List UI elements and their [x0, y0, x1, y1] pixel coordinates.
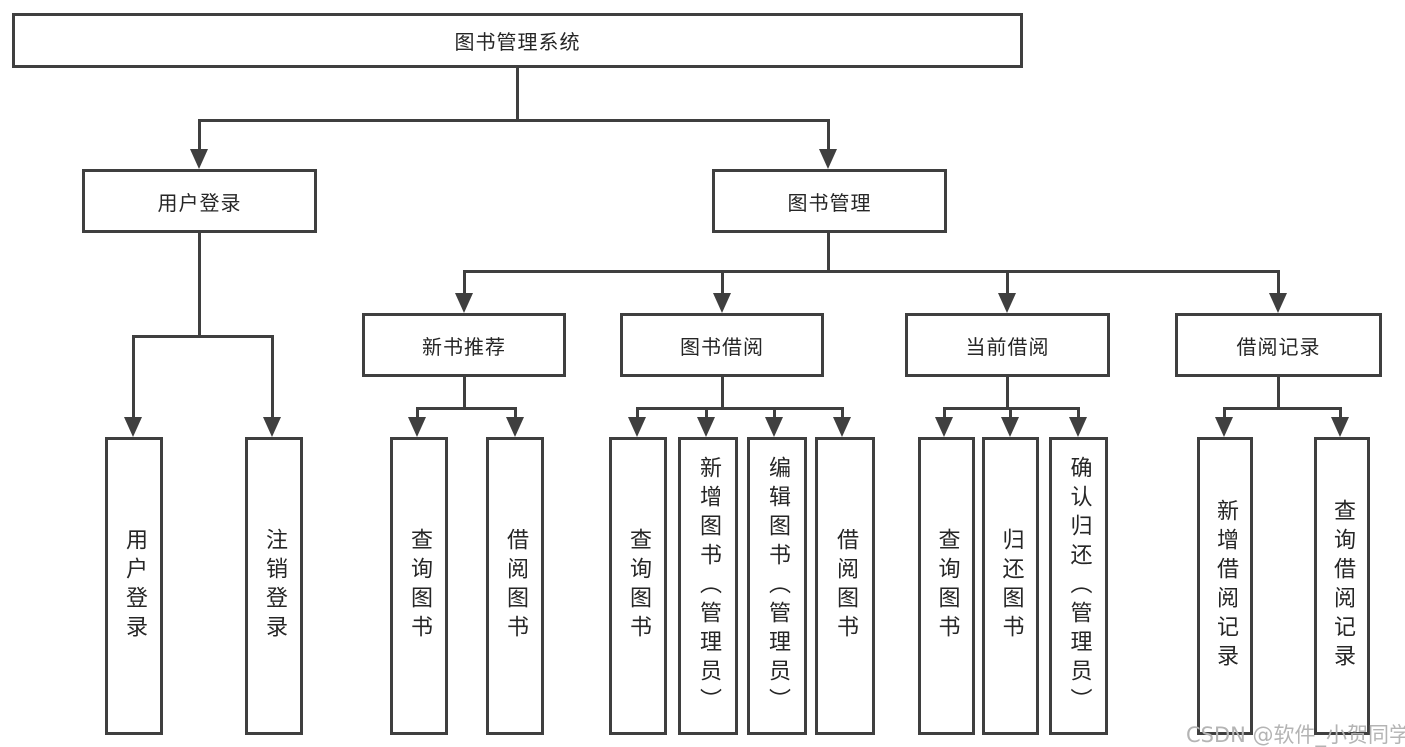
connector-line	[463, 377, 466, 409]
connector-line	[1339, 407, 1342, 421]
leaf-label: 借阅图书	[503, 528, 528, 644]
leaf-label: 注销登录	[262, 528, 287, 644]
connector-line	[773, 407, 776, 421]
connector-line	[721, 270, 724, 297]
connector-line	[198, 119, 201, 153]
node-current-borrow-label: 当前借阅	[965, 334, 1050, 359]
arrow-down-icon	[833, 417, 851, 437]
connector-line	[198, 233, 201, 337]
node-book-management-label: 图书管理	[787, 190, 872, 215]
leaf-borrow-edit-admin: 编辑图书（管理员）	[747, 437, 807, 735]
leaf-user-login: 用户登录	[105, 437, 163, 735]
arrow-down-icon	[713, 293, 731, 313]
node-new-book-recommend-label: 新书推荐	[422, 334, 506, 359]
connector-line	[1277, 377, 1280, 409]
arrow-down-icon	[455, 293, 473, 313]
connector-line	[943, 407, 946, 421]
arrow-down-icon	[819, 149, 837, 169]
leaf-current-return: 归还图书	[982, 437, 1039, 735]
leaf-label: 确认归还（管理员）	[1066, 455, 1092, 717]
node-borrow-records-label: 借阅记录	[1236, 334, 1321, 359]
node-user-login-label: 用户登录	[157, 190, 242, 215]
arrow-down-icon	[1069, 417, 1087, 437]
leaf-label: 归还图书	[998, 528, 1024, 644]
arrow-down-icon	[628, 417, 646, 437]
arrow-down-icon	[124, 417, 142, 437]
arrow-down-icon	[998, 293, 1016, 313]
leaf-current-query: 查询图书	[918, 437, 975, 735]
node-borrow-records: 借阅记录	[1175, 313, 1382, 377]
leaf-label: 用户登录	[122, 528, 147, 644]
connector-line	[636, 407, 639, 421]
leaf-records-query: 查询借阅记录	[1314, 437, 1370, 735]
arrow-down-icon	[506, 417, 524, 437]
leaf-records-add: 新增借阅记录	[1197, 437, 1253, 735]
leaf-logout: 注销登录	[245, 437, 303, 735]
leaf-label: 新增借阅记录	[1213, 499, 1238, 673]
connector-line	[416, 407, 517, 410]
leaf-borrow-query: 查询图书	[609, 437, 667, 735]
connector-line	[636, 407, 844, 410]
connector-line	[827, 119, 830, 153]
arrow-down-icon	[263, 417, 281, 437]
connector-line	[705, 407, 708, 421]
connector-line	[1009, 407, 1012, 421]
arrow-down-icon	[408, 417, 426, 437]
leaf-borrow-add-admin: 新增图书（管理员）	[678, 437, 738, 735]
node-book-borrow-label: 图书借阅	[680, 334, 764, 359]
node-book-management: 图书管理	[712, 169, 947, 233]
arrow-down-icon	[697, 417, 715, 437]
connector-line	[463, 270, 1280, 273]
arrow-down-icon	[1215, 417, 1233, 437]
leaf-newbooks-borrow: 借阅图书	[486, 437, 544, 735]
connector-line	[416, 407, 419, 421]
connector-line	[132, 335, 274, 338]
connector-line	[271, 335, 274, 421]
node-new-book-recommend: 新书推荐	[362, 313, 566, 377]
connector-line	[132, 335, 135, 421]
arrow-down-icon	[935, 417, 953, 437]
node-book-borrow: 图书借阅	[620, 313, 824, 377]
leaf-label: 查询图书	[934, 528, 960, 644]
leaf-label: 新增图书（管理员）	[696, 455, 721, 717]
connector-line	[463, 270, 466, 297]
node-user-login: 用户登录	[82, 169, 317, 233]
connector-line	[1223, 407, 1342, 410]
node-root: 图书管理系统	[12, 13, 1023, 68]
leaf-label: 查询图书	[626, 528, 651, 644]
connector-line	[198, 119, 830, 122]
connector-line	[1223, 407, 1226, 421]
arrow-down-icon	[1331, 417, 1349, 437]
leaf-newbooks-query: 查询图书	[390, 437, 448, 735]
connector-line	[1006, 270, 1009, 297]
node-root-label: 图书管理系统	[454, 30, 581, 54]
connector-line	[1277, 270, 1280, 297]
arrow-down-icon	[190, 149, 208, 169]
leaf-label: 编辑图书（管理员）	[765, 455, 790, 717]
csdn-watermark: CSDN @软件_小贺同学	[1186, 723, 1405, 747]
arrow-down-icon	[1001, 417, 1019, 437]
leaf-label: 查询借阅记录	[1330, 499, 1355, 673]
arrow-down-icon	[765, 417, 783, 437]
connector-line	[841, 407, 844, 421]
connector-line	[516, 68, 519, 121]
leaf-current-confirm-admin: 确认归还（管理员）	[1049, 437, 1108, 735]
connector-line	[721, 377, 724, 409]
leaf-label: 查询图书	[407, 528, 432, 644]
leaf-borrow-borrow: 借阅图书	[815, 437, 875, 735]
connector-line	[827, 233, 830, 273]
connector-line	[1077, 407, 1080, 421]
node-current-borrow: 当前借阅	[905, 313, 1110, 377]
arrow-down-icon	[1269, 293, 1287, 313]
leaf-label: 借阅图书	[833, 528, 858, 644]
connector-line	[1006, 377, 1009, 409]
connector-line	[514, 407, 517, 421]
